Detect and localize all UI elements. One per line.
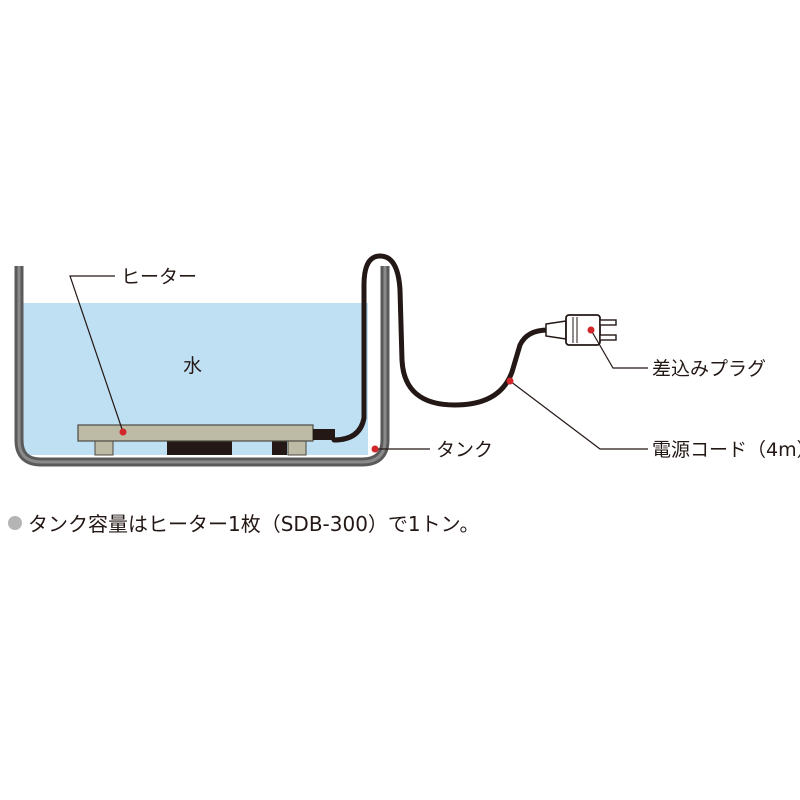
heater [77,424,335,456]
plug-leader [590,329,648,369]
bullet-icon [8,515,22,530]
plug-strain-relief [545,320,567,340]
heater-foot-dark-2 [272,440,287,455]
heater-plate [77,424,314,442]
cord-leader-dot [506,377,514,385]
plug-prong-top [599,319,617,326]
capacity-note-text: タンク容量はヒーター1枚（SDB-300）で1トン。 [28,512,480,536]
heater-label: ヒーター [121,266,197,288]
plug-body [565,314,601,346]
cord-label: 電源コード（4m） [652,439,800,461]
plug-prong-bottom [599,334,617,341]
heater-foot-left [94,439,114,456]
heater-leader-dot [119,428,127,436]
heater-foot-dark [167,440,232,455]
plug-leader-dot [587,326,595,334]
heater-foot-right [287,439,307,456]
cord-leader [509,380,648,450]
water-label: 水 [183,355,202,377]
tank-leader-dot [371,445,379,453]
heater-leader [69,275,124,433]
tank-label: タンク [436,439,493,461]
plug-label: 差込みプラグ [652,358,766,380]
capacity-note: タンク容量はヒーター1枚（SDB-300）で1トン。 [8,508,479,537]
plug [545,314,617,346]
power-cord [331,253,551,443]
heater-connector [313,429,335,440]
